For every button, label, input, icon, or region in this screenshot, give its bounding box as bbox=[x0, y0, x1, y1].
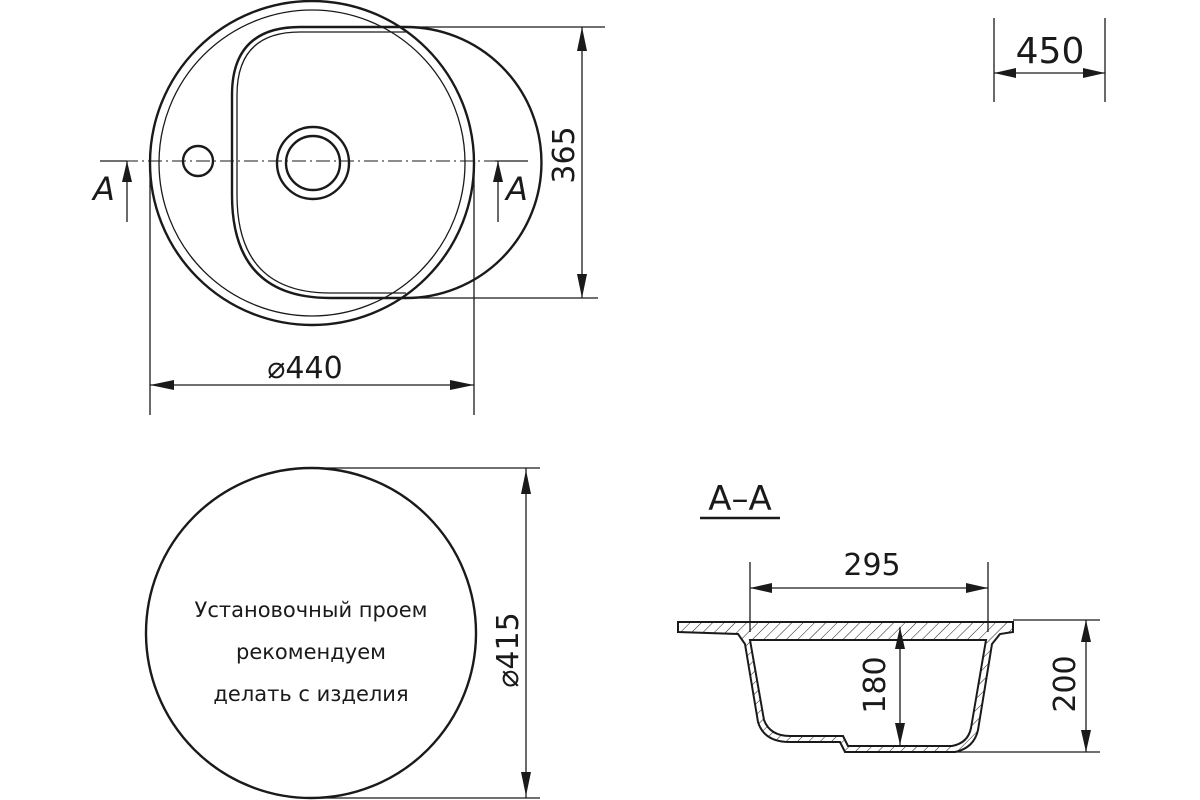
section-mark-left: A bbox=[91, 160, 132, 222]
dimension-415: ⌀415 bbox=[311, 467, 540, 799]
depth-365-label: 365 bbox=[547, 126, 582, 183]
section-title: A–A bbox=[708, 479, 772, 519]
bowl-width-295-label: 295 bbox=[843, 548, 900, 583]
section-mark-right: A bbox=[493, 160, 528, 222]
dimension-180: 180 bbox=[858, 627, 905, 745]
bowl-outline bbox=[230, 25, 543, 300]
dimension-200: 200 bbox=[955, 619, 1100, 753]
section-mark-label-right: A bbox=[504, 170, 528, 208]
cutout-circle bbox=[144, 466, 478, 800]
dimension-450: 450 bbox=[993, 18, 1106, 102]
bowl-depth-180-label: 180 bbox=[858, 656, 893, 713]
drain-inner bbox=[284, 134, 342, 192]
sink-outer-rim bbox=[148, 0, 476, 327]
sink-cross-section bbox=[677, 621, 1014, 753]
top-view: A A ⌀440 365 bbox=[91, 0, 605, 415]
sink-inner-rim bbox=[158, 9, 466, 317]
cutout-note-line-2: рекомендуем bbox=[236, 640, 386, 664]
cutout-view: Установочный проем рекомендуем делать с … bbox=[144, 466, 540, 800]
drain-outer bbox=[275, 125, 351, 201]
cutout-note-line-1: Установочный проем bbox=[195, 598, 428, 622]
diameter-415-label: ⌀415 bbox=[491, 612, 526, 687]
total-height-200-label: 200 bbox=[1048, 655, 1083, 712]
section-view: A–A 295 180 200 bbox=[677, 479, 1100, 753]
cutout-note-line-3: делать с изделия bbox=[213, 682, 408, 706]
bowl-inner-line bbox=[236, 31, 406, 294]
dimension-440: ⌀440 bbox=[149, 163, 475, 415]
dimension-365: 365 bbox=[406, 26, 605, 299]
section-mark-label-left: A bbox=[91, 170, 115, 208]
dimension-295: 295 bbox=[749, 548, 989, 632]
width-450-label: 450 bbox=[1016, 31, 1085, 72]
diameter-440-label: ⌀440 bbox=[267, 351, 342, 386]
